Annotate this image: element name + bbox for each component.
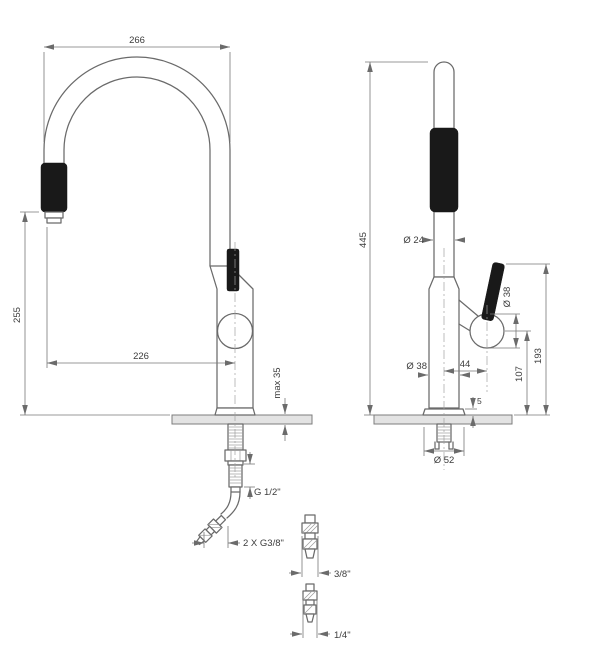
- aerator-tip: [46, 217, 62, 224]
- fitting-38-label: 3/8": [334, 569, 351, 580]
- countertop-front: [171, 414, 313, 425]
- supply-hose-left-edge: [220, 491, 232, 515]
- total-height-label: 445: [358, 232, 369, 248]
- mounting-nut: [224, 449, 247, 462]
- handle-height-label: 193: [533, 348, 544, 364]
- handle-side: [481, 262, 505, 321]
- handle-offset-label: 44: [460, 359, 471, 370]
- spout-inner-edge: [63, 76, 211, 267]
- front-width-dimension: 266: [43, 35, 231, 142]
- countertop-side: [373, 414, 513, 425]
- valve-shoulder-top: [458, 299, 479, 317]
- faucet-body-side: [428, 276, 460, 409]
- spout-outer-edge: [43, 56, 231, 267]
- inlet-thread-label: G 1/2": [254, 487, 281, 498]
- cartridge-diameter-label: Ø 38: [502, 287, 513, 308]
- side-valve-height-dimension: 107: [505, 330, 531, 415]
- spout-diameter-label: Ø 24: [403, 235, 424, 246]
- front-reach-dimension: 226: [46, 227, 235, 368]
- fitting-38-dimension: 3/8": [289, 536, 351, 580]
- side-handle-offset-dimension: 44: [444, 359, 487, 374]
- under-deck-assembly: [195, 423, 247, 546]
- base-flange-front: [214, 407, 256, 416]
- front-width-label: 266: [129, 35, 145, 46]
- fitting-detail-38: [301, 514, 319, 559]
- base-diameter-label: Ø 52: [434, 455, 455, 466]
- side-base-diameter-dimension: Ø 52: [423, 427, 465, 466]
- side-plate-height-dimension: 5: [465, 396, 482, 428]
- side-total-height-dimension: 445: [358, 61, 428, 416]
- base-flange-side: [422, 408, 466, 416]
- side-handle-height-dimension: 193: [506, 263, 550, 416]
- front-inlet-thread-dimension: G 1/2": [244, 452, 281, 499]
- spray-grip-side: [429, 127, 459, 213]
- side-view: [373, 61, 513, 470]
- front-supply-hose-dimension: 2 X G3/8": [192, 526, 284, 549]
- front-spout-height-dimension: 255: [12, 211, 170, 416]
- valve-height-label: 107: [514, 366, 525, 382]
- front-max-thickness-label: max 35: [272, 367, 283, 398]
- body-diameter-label: Ø 38: [406, 361, 427, 372]
- fitting-detail-14: [302, 583, 318, 623]
- hose-end-fitting: [195, 514, 227, 546]
- front-max-thickness-dimension: max 35: [272, 367, 288, 441]
- front-spout-height-label: 255: [12, 307, 23, 323]
- spray-grip-front: [40, 162, 68, 213]
- supply-hoses-label: 2 X G3/8": [243, 538, 284, 549]
- supply-hose-right-edge: [226, 491, 241, 519]
- front-view: [40, 56, 313, 546]
- fitting-14-label: 1/4": [334, 630, 351, 641]
- aerator-ring: [44, 211, 64, 219]
- side-body-diameter-dimension: Ø 38: [406, 361, 470, 378]
- side-spout-diameter-dimension: Ø 24: [403, 235, 465, 246]
- front-reach-label: 226: [133, 351, 149, 362]
- plate-height-label: 5: [477, 396, 482, 406]
- handle-front: [226, 248, 240, 292]
- fitting-14-dimension: 1/4": [290, 594, 351, 641]
